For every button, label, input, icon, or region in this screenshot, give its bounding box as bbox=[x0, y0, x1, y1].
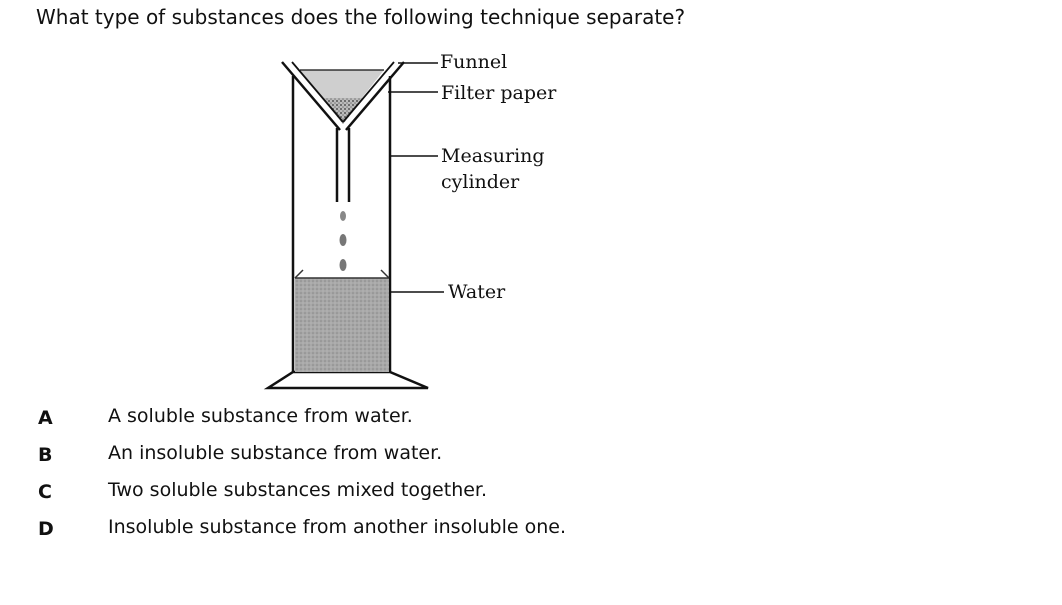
filter-paper-label: Filter paper bbox=[441, 82, 557, 104]
option-text: Insoluble substance from another insolub… bbox=[108, 516, 566, 538]
option-letter: D bbox=[38, 518, 54, 540]
water-in-cylinder bbox=[294, 269, 390, 372]
water-drops bbox=[339, 211, 347, 271]
option-letter: A bbox=[38, 407, 53, 429]
option-a[interactable]: A A soluble substance from water. bbox=[0, 404, 1062, 441]
funnel-label: Funnel bbox=[440, 51, 507, 73]
measuring-cylinder bbox=[263, 76, 429, 390]
option-text: A soluble substance from water. bbox=[108, 405, 413, 427]
option-c[interactable]: C Two soluble substances mixed together. bbox=[0, 478, 1062, 515]
question-text: What type of substances does the followi… bbox=[36, 5, 686, 29]
option-letter: B bbox=[38, 444, 53, 466]
water-label: Water bbox=[448, 281, 506, 303]
option-letter: C bbox=[38, 481, 52, 503]
measuring-cylinder-label-line1: Measuring bbox=[441, 145, 545, 167]
option-text: An insoluble substance from water. bbox=[108, 442, 443, 464]
filtration-diagram: Funnel Filter paper Measuring cylinder W… bbox=[263, 51, 557, 390]
option-d[interactable]: D Insoluble substance from another insol… bbox=[0, 515, 1062, 552]
option-b[interactable]: B An insoluble substance from water. bbox=[0, 441, 1062, 478]
measuring-cylinder-label-line2: cylinder bbox=[441, 171, 520, 193]
funnel bbox=[281, 61, 405, 202]
answer-options: A A soluble substance from water. B An i… bbox=[0, 404, 1062, 552]
option-text: Two soluble substances mixed together. bbox=[108, 479, 488, 501]
